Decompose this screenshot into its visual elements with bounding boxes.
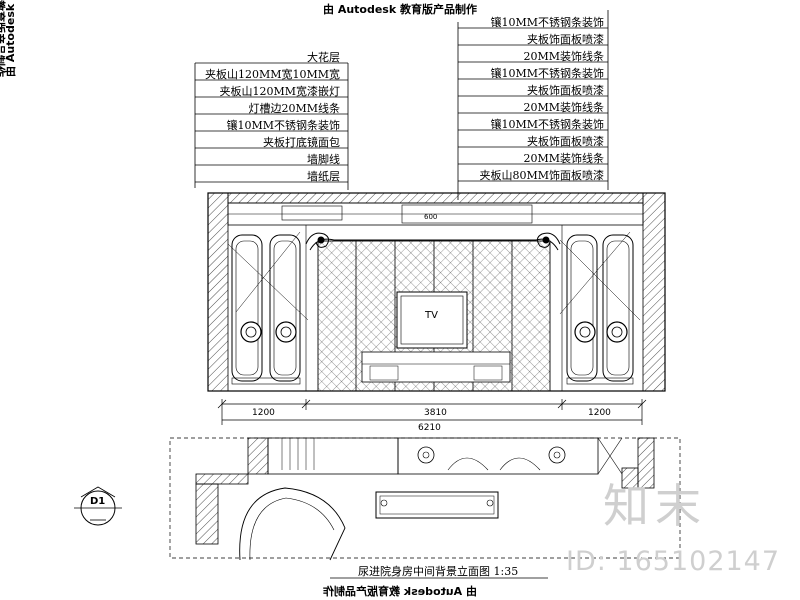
callout-right-1: 镶10MM不锈钢条装饰 [490,16,604,29]
callout-right-3: 20MM装饰线条 [523,50,604,63]
dim-left: 1200 [252,408,275,418]
drawing-caption: 尿进院身房中间背景立面图 1:35 [358,565,519,578]
callout-left-3: 夹板山120MM宽漆嵌灯 [219,85,340,98]
left-callout-lines [194,62,349,190]
callout-left-7: 墙脚线 [307,153,340,166]
callout-left-4: 灯槽边20MM线条 [248,102,340,115]
brand-logo: 知末 [603,479,707,533]
right-callout-lines [457,10,609,200]
callout-right-6: 20MM装饰线条 [523,101,604,114]
dim-wall-top: 600 [424,213,438,221]
callout-right-4: 镶10MM不锈钢条装饰 [490,67,604,80]
callout-right-8: 夹板饰面板喷漆 [527,135,604,148]
dim-right: 1200 [588,408,611,418]
callout-right-7: 镶10MM不锈钢条装饰 [490,118,604,131]
watermark-top: 由 Autodesk 教育版产品制作 [322,3,477,16]
section-symbol-label: D1 [90,496,106,507]
callout-right-10: 夹板山80MM饰面板喷漆 [479,169,604,182]
callout-left-5: 镶10MM不锈钢条装饰 [226,119,340,132]
callout-left-2: 夹板山120MM宽10MM宽 [204,68,340,81]
callout-left-8: 墙纸层 [307,170,340,183]
callout-left-6: 夹板打底镜面包 [263,136,340,149]
callout-left-1: 大花层 [307,51,340,64]
tv-label: TV [425,310,438,321]
callout-right-2: 夹板饰面板喷漆 [527,33,604,46]
elevation [207,192,666,392]
plan-view [169,437,681,561]
dimension-lines [217,399,647,425]
id-text: ID: 165102147 [566,546,781,577]
section-symbol [74,486,122,526]
callout-right-5: 夹板饰面板喷漆 [527,84,604,97]
dim-middle: 3810 [424,408,447,418]
callout-right-9: 20MM装饰线条 [523,152,604,165]
dim-total: 6210 [418,423,441,433]
